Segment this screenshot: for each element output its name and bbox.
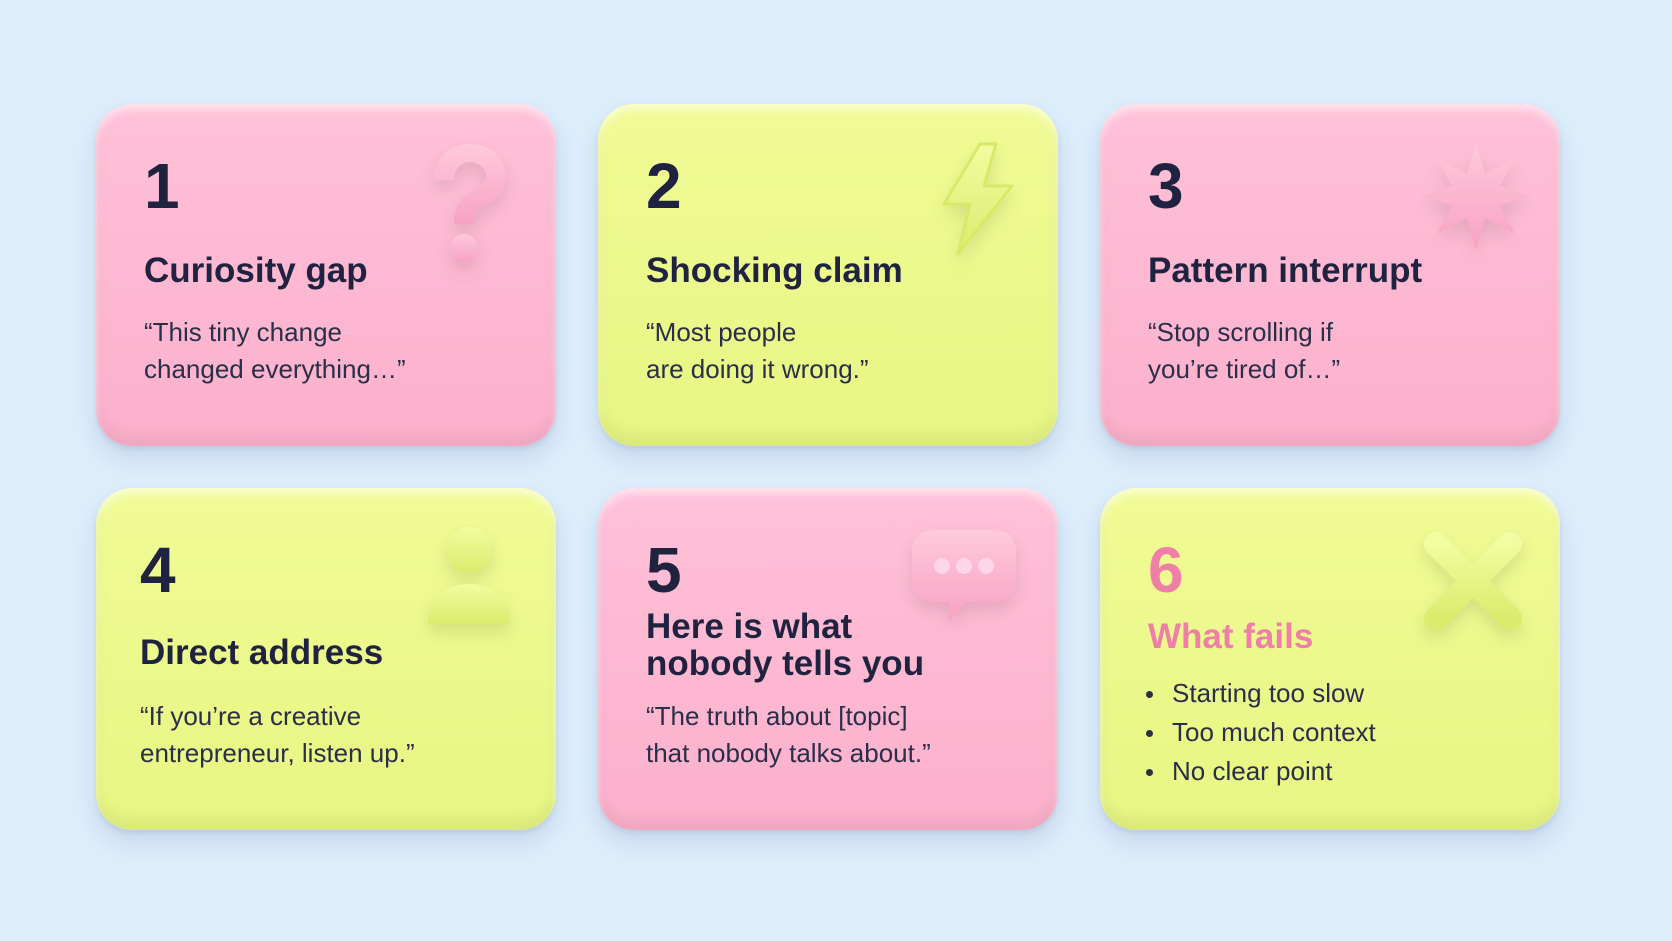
card-direct-address: 4 Direct address “If you’re a creative e… — [96, 488, 556, 830]
list-item: Starting too slow — [1144, 674, 1376, 713]
card-quote: “This tiny change changed everything…” — [144, 317, 406, 384]
card-number: 4 — [140, 534, 176, 606]
x-mark-icon — [1424, 532, 1522, 630]
card-number: 2 — [646, 150, 682, 222]
card-number: 5 — [646, 534, 682, 606]
card-number: 3 — [1148, 150, 1184, 222]
card-shocking-claim: 2 Shocking claim “Most people are doing … — [598, 104, 1058, 446]
card-quote: “If you’re a creative entrepreneur, list… — [140, 701, 415, 768]
lightning-bolt-icon — [942, 142, 1014, 256]
card-title: What fails — [1148, 617, 1314, 656]
card-title: Direct address — [140, 633, 384, 672]
question-mark-icon — [434, 144, 506, 262]
card-title: Here is what nobody tells you — [646, 607, 925, 683]
list-item: No clear point — [1144, 752, 1376, 791]
card-number: 1 — [144, 150, 180, 222]
card-pattern-interrupt: 3 Pattern interrupt “Stop scrolling if y… — [1100, 104, 1560, 446]
card-nobody-tells-you: 5 Here is what nobody tells you “The tru… — [598, 488, 1058, 830]
chat-bubble-icon — [912, 530, 1016, 622]
card-title: Curiosity gap — [144, 251, 368, 290]
fail-list: Starting too slow Too much context No cl… — [1144, 674, 1376, 791]
person-icon — [428, 527, 510, 624]
card-quote: “Most people are doing it wrong.” — [646, 317, 869, 384]
card-quote: “Stop scrolling if you’re tired of…” — [1148, 317, 1341, 384]
card-curiosity-gap: 1 Curiosity gap “This tiny change change… — [96, 104, 556, 446]
card-what-fails: 6 What fails Starting too slow Too much … — [1100, 488, 1560, 830]
card-title: Pattern interrupt — [1148, 251, 1423, 290]
card-number: 6 — [1148, 534, 1184, 606]
starburst-icon — [1422, 142, 1530, 250]
card-title: Shocking claim — [646, 251, 903, 290]
list-item: Too much context — [1144, 713, 1376, 752]
card-quote: “The truth about [topic] that nobody tal… — [646, 701, 931, 768]
